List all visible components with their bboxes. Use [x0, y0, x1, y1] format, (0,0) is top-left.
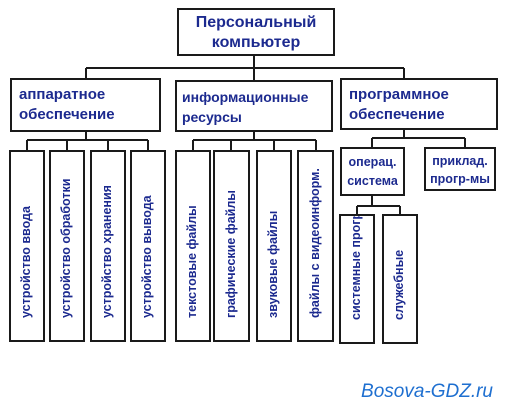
node-label: устройство вывода	[140, 195, 154, 318]
node-label: графические файлы	[223, 190, 238, 318]
node-label: аппаратное	[19, 86, 106, 103]
node-processing-device: устройство обработки	[49, 150, 85, 342]
watermark-text: Bosova-GDZ.ru	[361, 381, 493, 402]
node-input-device: устройство ввода	[9, 150, 45, 342]
node-output-device: устройство вывода	[130, 150, 166, 342]
node-label: устройство ввода	[19, 206, 33, 318]
node-operating-system: операц. система	[340, 147, 405, 196]
node-label: приклад.	[432, 154, 488, 168]
node-label: обеспечение	[349, 106, 445, 123]
node-system-programs: системные прогр	[339, 214, 375, 344]
node-label: прогр-мы	[430, 172, 490, 186]
node-label: текстовые файлы	[185, 205, 199, 318]
node-label: звуковые файлы	[266, 210, 280, 318]
node-label: Персональный	[195, 14, 317, 31]
node-label: устройство обработки	[59, 178, 73, 318]
node-utilities: служебные	[382, 214, 418, 344]
node-label: файлы с видеоинформ.	[307, 168, 322, 318]
node-label: информационные	[182, 89, 309, 105]
node-storage-device: устройство хранения	[90, 150, 126, 342]
node-video-files: файлы с видеоинформ.	[297, 150, 334, 342]
node-label: программное	[349, 86, 449, 103]
node-sound-files: звуковые файлы	[256, 150, 292, 342]
node-label: ресурсы	[182, 109, 242, 125]
node-software: программное обеспечение	[340, 78, 498, 130]
node-graphic-files: графические файлы	[213, 150, 250, 342]
node-label: компьютер	[211, 34, 301, 51]
node-label: операц.	[348, 155, 397, 169]
node-label: система	[347, 174, 398, 188]
node-label: системные прогр	[349, 214, 363, 320]
node-label: служебные	[392, 249, 406, 320]
node-label: устройство хранения	[100, 185, 114, 318]
node-text-files: текстовые файлы	[175, 150, 211, 342]
node-hardware: аппаратное обеспечение	[10, 78, 161, 132]
node-label: обеспечение	[19, 106, 115, 123]
node-personal-computer: Персональный компьютер	[177, 8, 335, 56]
node-application-programs: приклад. прогр-мы	[424, 147, 496, 191]
node-info-resources: информационные ресурсы	[175, 80, 333, 132]
